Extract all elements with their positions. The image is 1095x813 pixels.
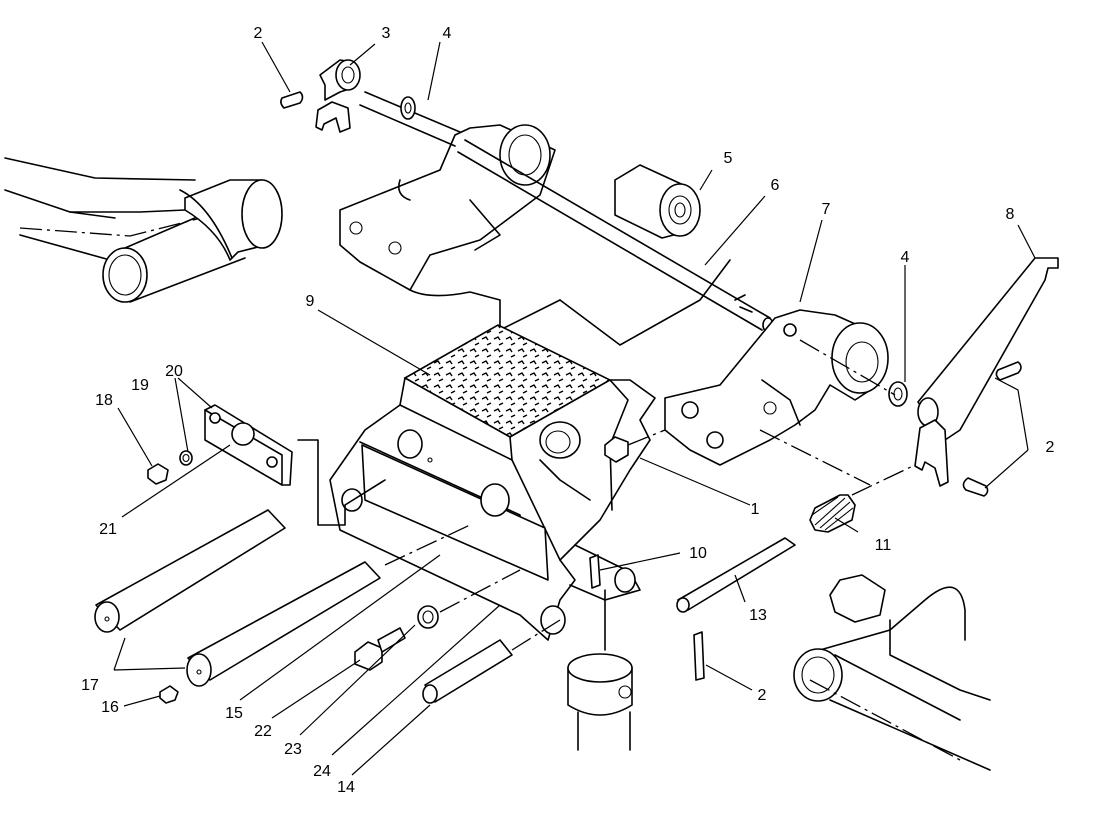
callout-4-right: 4 [901,249,910,266]
callout-18: 18 [95,392,113,409]
callout-13: 13 [749,607,767,624]
callout-10: 10 [689,545,707,562]
clevis-assembly-top [280,59,461,147]
callout-24: 24 [313,763,331,780]
callout-22: 22 [254,723,272,740]
hardware-22-23-14 [354,569,561,704]
callout-2-right: 2 [1046,439,1055,456]
hex-bolt-1 [604,429,666,463]
pedal-housing [329,377,656,641]
callout-8: 8 [1006,206,1015,223]
right-bracket [664,309,908,486]
callout-3: 3 [382,25,391,42]
spring [809,464,916,533]
callout-20: 20 [165,363,183,380]
arm-tube-inset-left [4,157,283,303]
callout-5: 5 [724,150,733,167]
callout-16: 16 [101,699,119,716]
pedal-post [567,589,633,751]
mount-plate-20 [147,404,386,526]
callout-15: 15 [225,705,243,722]
callout-11: 11 [875,537,892,554]
release-lever [914,257,1059,497]
roller [614,164,701,239]
callout-14: 14 [337,779,355,796]
callout-19: 19 [131,377,149,394]
callout-4-top: 4 [443,25,452,42]
pins-17 [94,509,471,704]
callout-labels: 1 2 2 2 3 4 4 5 6 7 8 9 10 11 13 14 15 1… [81,25,1054,796]
callout-21: 21 [99,521,117,538]
dowel-pin-10 [589,554,601,589]
callout-17: 17 [81,677,99,694]
pivot-pin-13 [676,537,796,681]
callout-9: 9 [306,293,315,310]
leader-lines [113,41,1036,776]
callout-2-bottom: 2 [758,687,767,704]
upper-pivot-frame [339,124,731,346]
callout-23: 23 [284,741,302,758]
callout-1: 1 [751,501,760,518]
callout-2-top: 2 [254,25,263,42]
callout-6: 6 [771,177,780,194]
callout-7: 7 [822,201,831,218]
arm-tube-inset-right [793,574,991,771]
